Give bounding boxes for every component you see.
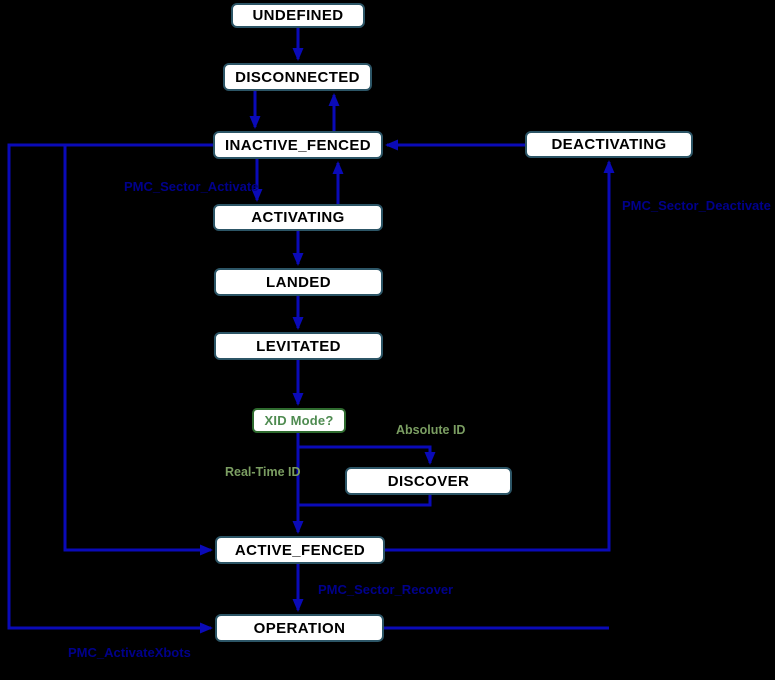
- edge-xid-mode-to-discover: [298, 445, 436, 465]
- state-undefined: UNDEFINED: [231, 3, 365, 28]
- state-active-fenced: ACTIVE_FENCED: [215, 536, 385, 564]
- state-deactivating: DEACTIVATING: [525, 131, 693, 158]
- state-levitated: LEVITATED: [214, 332, 383, 360]
- state-disconnected: DISCONNECTED: [223, 63, 372, 91]
- edge-label-pmc-activate-xbots: PMC_ActivateXbots: [68, 645, 191, 660]
- state-operation: OPERATION: [215, 614, 384, 642]
- state-inactive-fenced: INACTIVE_FENCED: [213, 131, 383, 159]
- edge-discover-return: [298, 495, 432, 507]
- state-discover: DISCOVER: [345, 467, 512, 495]
- edge-label-real-time-id: Real-Time ID: [225, 465, 301, 479]
- edge-label-pmc-sector-recover: PMC_Sector_Recover: [318, 582, 454, 597]
- decision-xid-mode: XID Mode?: [252, 408, 346, 433]
- edge-inactive-fenced-to-operation: [7, 143, 213, 634]
- state-activating: ACTIVATING: [213, 204, 383, 231]
- edge-label-pmc-sector-deactivate: PMC_Sector_Deactivate: [622, 198, 771, 213]
- edge-inactive-fenced-to-active-fenced: [63, 143, 213, 556]
- state-landed: LANDED: [214, 268, 383, 296]
- edge-label-pmc-sector-activate: PMC_Sector_Activate: [124, 179, 259, 194]
- edge-active-fenced-to-deactivating: [385, 160, 615, 552]
- edge-label-absolute-id: Absolute ID: [396, 423, 466, 437]
